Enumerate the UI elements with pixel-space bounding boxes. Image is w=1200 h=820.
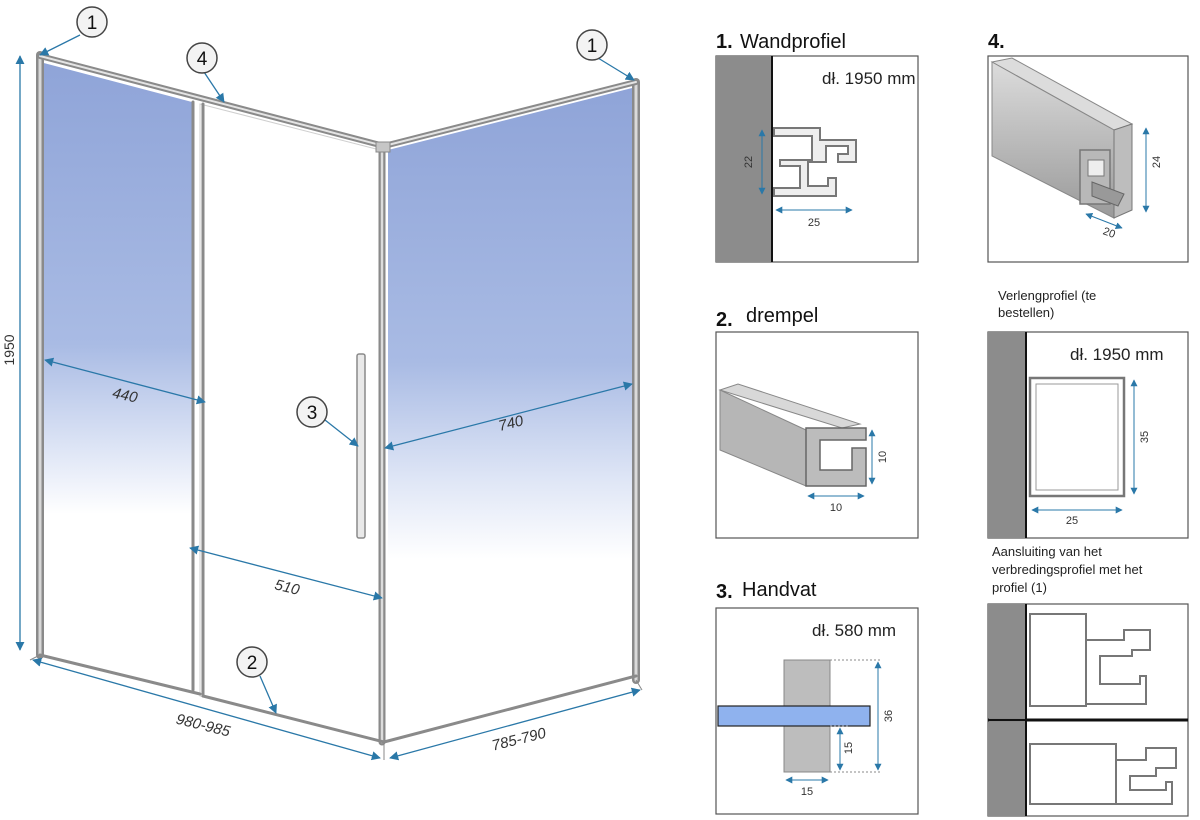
dim-line-side: [389, 687, 641, 761]
threshold-section: [805, 427, 867, 487]
detail-3-title: Handvat: [742, 579, 817, 601]
svg-text:4: 4: [197, 49, 208, 70]
verleng-caption-line-1: Verlengprofiel (te: [998, 288, 1096, 303]
handle-length: dł. 580 mm: [812, 621, 896, 640]
fixed-glass-panel: [40, 62, 192, 690]
detail-2-title: drempel: [746, 305, 818, 327]
verleng-caption-line-2: bestellen): [998, 305, 1054, 320]
detail-verlengprofiel: Verlengprofiel (te bestellen) dł. 1950 m…: [987, 288, 1189, 539]
detail-1-title: Wandprofiel: [740, 31, 846, 53]
svg-text:2: 2: [247, 653, 258, 674]
dim-height-label: 1950: [1, 334, 17, 365]
svg-text:1: 1: [587, 36, 598, 57]
detail-drempel: 2. drempel 10 10: [715, 305, 919, 539]
detail-1-length: dł. 1950 mm: [822, 69, 916, 88]
detail-top-rail: 4. 24 20: [987, 31, 1189, 263]
dim-line-740: [384, 381, 633, 451]
door-handle: [356, 353, 366, 539]
detail-2-dim-10-h: 10: [830, 502, 842, 514]
aansluiting-caption-line-3: profiel (1): [992, 580, 1047, 595]
dim-440-label: 440: [111, 385, 140, 407]
aansluiting-caption-line-2: verbredingsprofiel met het: [992, 562, 1143, 577]
handle-dim-15-h: 15: [801, 786, 813, 798]
callout-2: 2: [236, 646, 277, 714]
dim-front-label: 980-985: [174, 711, 232, 741]
callout-4: 4: [186, 42, 225, 103]
verleng-length: dł. 1950 mm: [1070, 345, 1164, 364]
handle-glass-section: [717, 705, 871, 727]
verleng-dim-25: 25: [1066, 515, 1078, 527]
svg-text:1: 1: [87, 13, 98, 34]
wall-block-top: [988, 604, 1026, 718]
detail-2-dim-10-v: 10: [877, 451, 889, 463]
detail-4-dim-24: 24: [1151, 156, 1163, 168]
detail-1-dim-25: 25: [808, 217, 820, 229]
detail-wandprofiel: 1. Wandprofiel dł. 1950 mm 22 25: [715, 31, 919, 263]
detail-2-number: 2.: [716, 309, 733, 331]
dim-510-label: 510: [273, 576, 302, 599]
handle-dim-15-v: 15: [843, 742, 855, 754]
wall-block: [988, 332, 1026, 538]
dim-line-440: [44, 357, 206, 405]
threshold-top-face: [718, 383, 862, 429]
dim-740-label: 740: [497, 412, 526, 435]
detail-4-dim-20: 20: [1101, 225, 1117, 240]
callout-1-right: 1: [576, 29, 635, 81]
svg-text:3: 3: [307, 403, 318, 424]
wall-profile-section: [773, 127, 857, 197]
handle-dim-36: 36: [883, 710, 895, 722]
callout-3: 3: [296, 396, 359, 447]
callout-1-left: 1: [39, 6, 108, 56]
detail-3-number: 3.: [716, 581, 733, 603]
sliding-door-glass: [199, 103, 381, 741]
dim-side-label: 785-790: [490, 725, 548, 755]
detail-aansluiting: Aansluiting van het verbredingsprofiel m…: [987, 544, 1189, 817]
detail-1-dim-22: 22: [743, 156, 755, 168]
detail-4-number: 4.: [988, 31, 1005, 53]
dim-line-510: [189, 545, 383, 601]
detail-handvat: 3. Handvat dł. 580 mm 36 15 15: [715, 579, 919, 815]
extension-profile-section: [1028, 376, 1126, 498]
detail-1-number: 1.: [716, 31, 733, 53]
aansluiting-caption-line-1: Aansluiting van het: [992, 544, 1102, 559]
wall-block-bottom: [988, 722, 1026, 816]
dim-line-front: [32, 657, 381, 761]
verleng-dim-35: 35: [1139, 431, 1151, 443]
